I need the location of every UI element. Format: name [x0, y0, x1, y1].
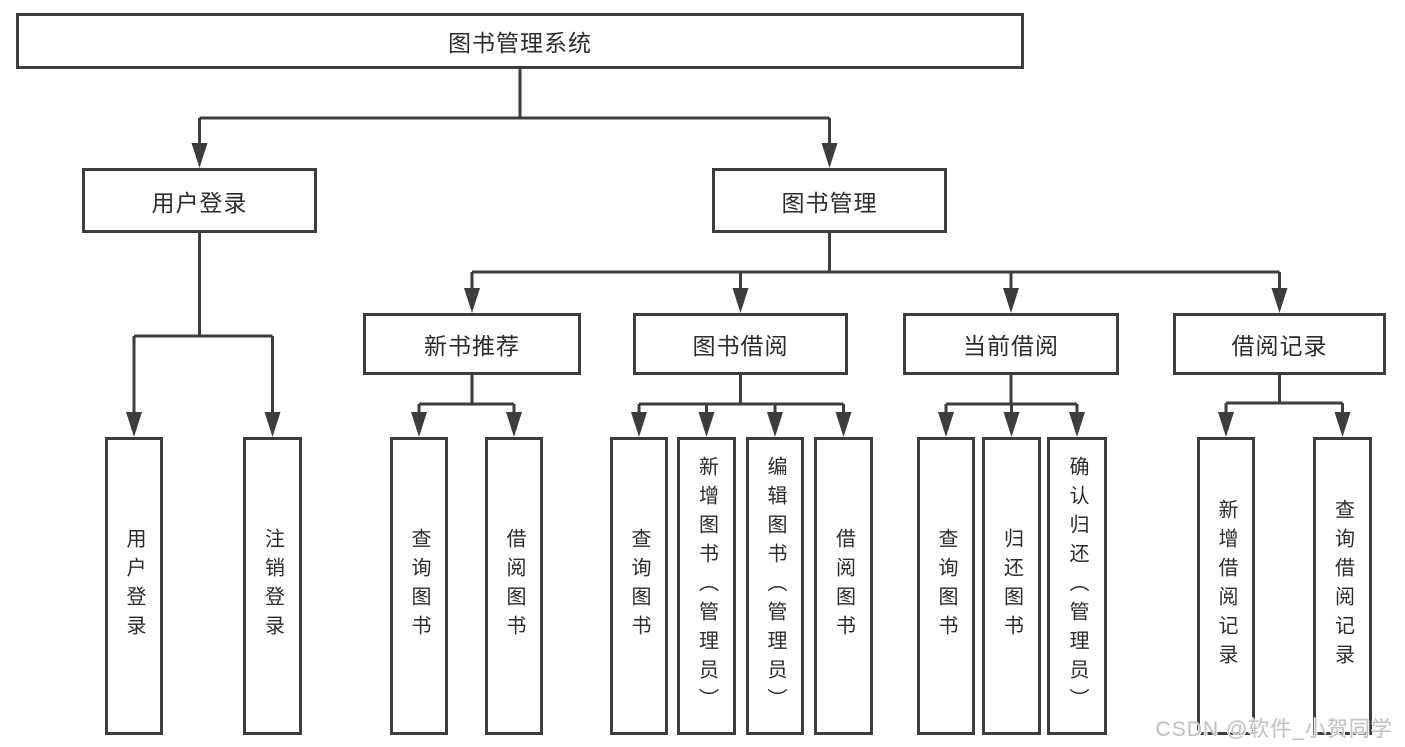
diagram-node-leaf-br-query: 查询借阅记录: [1313, 437, 1372, 735]
diagram-node-label: 新增图书（管理员）: [695, 455, 718, 717]
diagram-node-book-borrow: 图书借阅: [633, 313, 848, 375]
diagram-node-label: 借阅图书: [832, 528, 855, 644]
diagram-node-user-login: 用户登录: [82, 168, 317, 233]
diagram-node-leaf-logout: 注销登录: [243, 437, 302, 735]
diagram-node-label: 查询图书: [408, 528, 430, 644]
diagram-node-label: 确认归还（管理员）: [1066, 455, 1088, 717]
diagram-node-label: 查询借阅记录: [1331, 499, 1354, 673]
diagram-node-leaf-bb-query: 查询图书: [610, 437, 668, 735]
diagram-node-root: 图书管理系统: [16, 13, 1024, 69]
diagram-node-leaf-cb-query: 查询图书: [917, 437, 975, 735]
diagram-node-leaf-bb-edit: 编辑图书（管理员）: [746, 437, 804, 735]
diagram-node-label: 当前借阅: [963, 333, 1059, 359]
diagram-node-leaf-nb-borrow: 借阅图书: [485, 437, 543, 735]
diagram-node-borrow-records: 借阅记录: [1173, 313, 1386, 375]
diagram-node-leaf-nb-query: 查询图书: [390, 437, 448, 735]
diagram-node-book-management: 图书管理: [712, 168, 947, 233]
diagram-node-leaf-cb-return: 归还图书: [982, 437, 1041, 735]
diagram-node-label: 查询图书: [935, 528, 957, 644]
diagram-node-label: 新增借阅记录: [1215, 499, 1237, 673]
diagram-node-label: 注销登录: [261, 528, 284, 644]
diagram-node-label: 图书管理: [781, 189, 878, 216]
diagram-node-leaf-br-add: 新增借阅记录: [1197, 437, 1255, 735]
diagram-node-current-borrow: 当前借阅: [903, 313, 1119, 375]
diagram-node-label: 新书推荐: [424, 333, 520, 359]
diagram-node-leaf-bb-add: 新增图书（管理员）: [677, 437, 736, 735]
diagram-node-leaf-cb-confirm: 确认归还（管理员）: [1047, 437, 1107, 735]
diagram-node-label: 借阅图书: [503, 528, 525, 644]
diagram-node-label: 借阅记录: [1231, 333, 1328, 359]
diagram-node-label: 图书借阅: [692, 333, 789, 359]
connector-lines: [132, 69, 1344, 431]
diagram-node-leaf-user-login: 用户登录: [105, 437, 163, 735]
watermark: CSDN @软件_小贺同学: [1155, 718, 1393, 741]
diagram-node-label: 用户登录: [123, 528, 145, 644]
diagram-node-leaf-bb-borrow: 借阅图书: [814, 437, 873, 735]
diagram-node-label: 编辑图书（管理员）: [764, 455, 786, 717]
diagram-node-label: 用户登录: [151, 189, 248, 216]
diagram-node-new-book-recommend: 新书推荐: [363, 313, 581, 375]
diagram-node-label: 查询图书: [628, 528, 650, 644]
diagram-node-label: 归还图书: [1000, 528, 1023, 644]
diagram-node-label: 图书管理系统: [448, 30, 592, 56]
